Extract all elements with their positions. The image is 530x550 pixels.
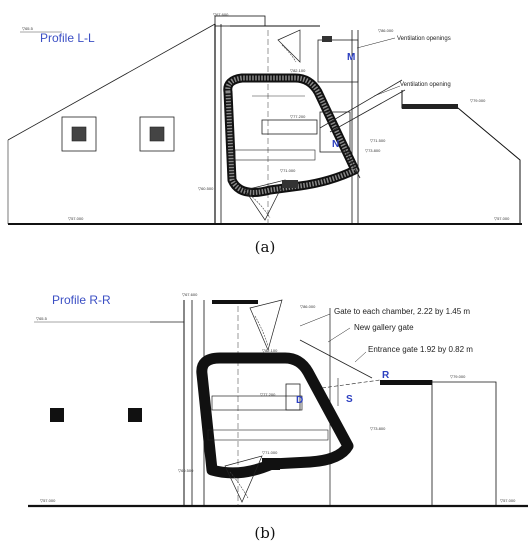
svg-text:▽79.000: ▽79.000: [470, 98, 486, 103]
hill-slope-left: [7, 23, 216, 141]
svg-text:▽73.800: ▽73.800: [370, 426, 386, 431]
entrance-slab: [380, 380, 432, 385]
terrain-right: [432, 381, 497, 506]
svg-text:▽77.200: ▽77.200: [290, 114, 306, 119]
figure-b: Profile R-R D S R Gate to each chamber, …: [0, 278, 530, 518]
profile-rr-drawing: Profile R-R D S R Gate to each chamber, …: [28, 292, 528, 508]
terrain-right: [401, 90, 521, 224]
ventilation-opening-label: Ventilation opening: [400, 82, 451, 88]
top-slab: [212, 300, 258, 304]
svg-text:▽60.500: ▽60.500: [198, 186, 214, 191]
svg-text:▽57.000: ▽57.000: [40, 498, 56, 503]
svg-text:▽65.5: ▽65.5: [36, 316, 48, 321]
room-n: [319, 111, 351, 153]
caption-a: (a): [254, 238, 276, 256]
pillar-right: [128, 408, 142, 422]
svg-text:▽73.800: ▽73.800: [365, 148, 381, 153]
new-gallery-gate-label: New gallery gate: [354, 323, 414, 332]
gate-lower: [224, 455, 280, 503]
svg-text:▽82.100: ▽82.100: [262, 348, 278, 353]
svg-text:▽57.000: ▽57.000: [500, 498, 516, 503]
gate-lower: [244, 179, 298, 221]
svg-text:▽79.000: ▽79.000: [450, 374, 466, 379]
letter-d: D: [296, 395, 303, 406]
interior-walkway: [261, 119, 318, 135]
svg-text:▽77.200: ▽77.200: [260, 392, 276, 397]
chamber-shell: [196, 352, 354, 479]
figure-a: Profile L-L N M: [0, 0, 530, 232]
profile-ll-title: Profile L-L: [40, 31, 95, 45]
profile-ll-drawing: Profile L-L N M: [7, 12, 522, 225]
interior-walkway: [211, 395, 303, 411]
letter-n: N: [332, 139, 339, 150]
svg-text:▽57.000: ▽57.000: [68, 216, 84, 221]
gate-upper: [277, 29, 332, 63]
pillar-left: [50, 408, 64, 422]
vent-shaft: [319, 79, 403, 129]
pillar-right: [139, 116, 175, 152]
gallery-shaft: [299, 339, 373, 379]
letter-r: R: [382, 370, 390, 381]
svg-text:▽67.600: ▽67.600: [182, 292, 198, 297]
letter-m: M: [347, 52, 355, 63]
svg-text:▽86.000: ▽86.000: [378, 28, 394, 33]
pillar-left: [61, 116, 97, 152]
letter-s: S: [346, 394, 353, 405]
room-m: [317, 39, 359, 83]
svg-text:▽82.100: ▽82.100: [290, 68, 306, 73]
svg-text:▽71.000: ▽71.000: [262, 450, 278, 455]
gate-each-chamber-label: Gate to each chamber, 2.22 by 1.45 m: [334, 307, 470, 316]
svg-text:▽65.5: ▽65.5: [22, 26, 34, 31]
top-block: [214, 15, 266, 27]
svg-text:▽60.500: ▽60.500: [178, 468, 194, 473]
profile-rr-title: Profile R-R: [52, 293, 111, 307]
svg-text:▽71.000: ▽71.000: [280, 168, 296, 173]
entrance-gate-label: Entrance gate 1.92 by 0.82 m: [368, 345, 473, 354]
caption-b: (b): [254, 524, 276, 542]
svg-text:▽67.600: ▽67.600: [213, 12, 229, 17]
ventilation-openings-label: Ventilation openings: [397, 36, 451, 42]
svg-text:▽86.000: ▽86.000: [300, 304, 316, 309]
svg-text:▽57.000: ▽57.000: [494, 216, 510, 221]
svg-text:▽71.500: ▽71.500: [370, 138, 386, 143]
gate-upper: [249, 299, 283, 352]
